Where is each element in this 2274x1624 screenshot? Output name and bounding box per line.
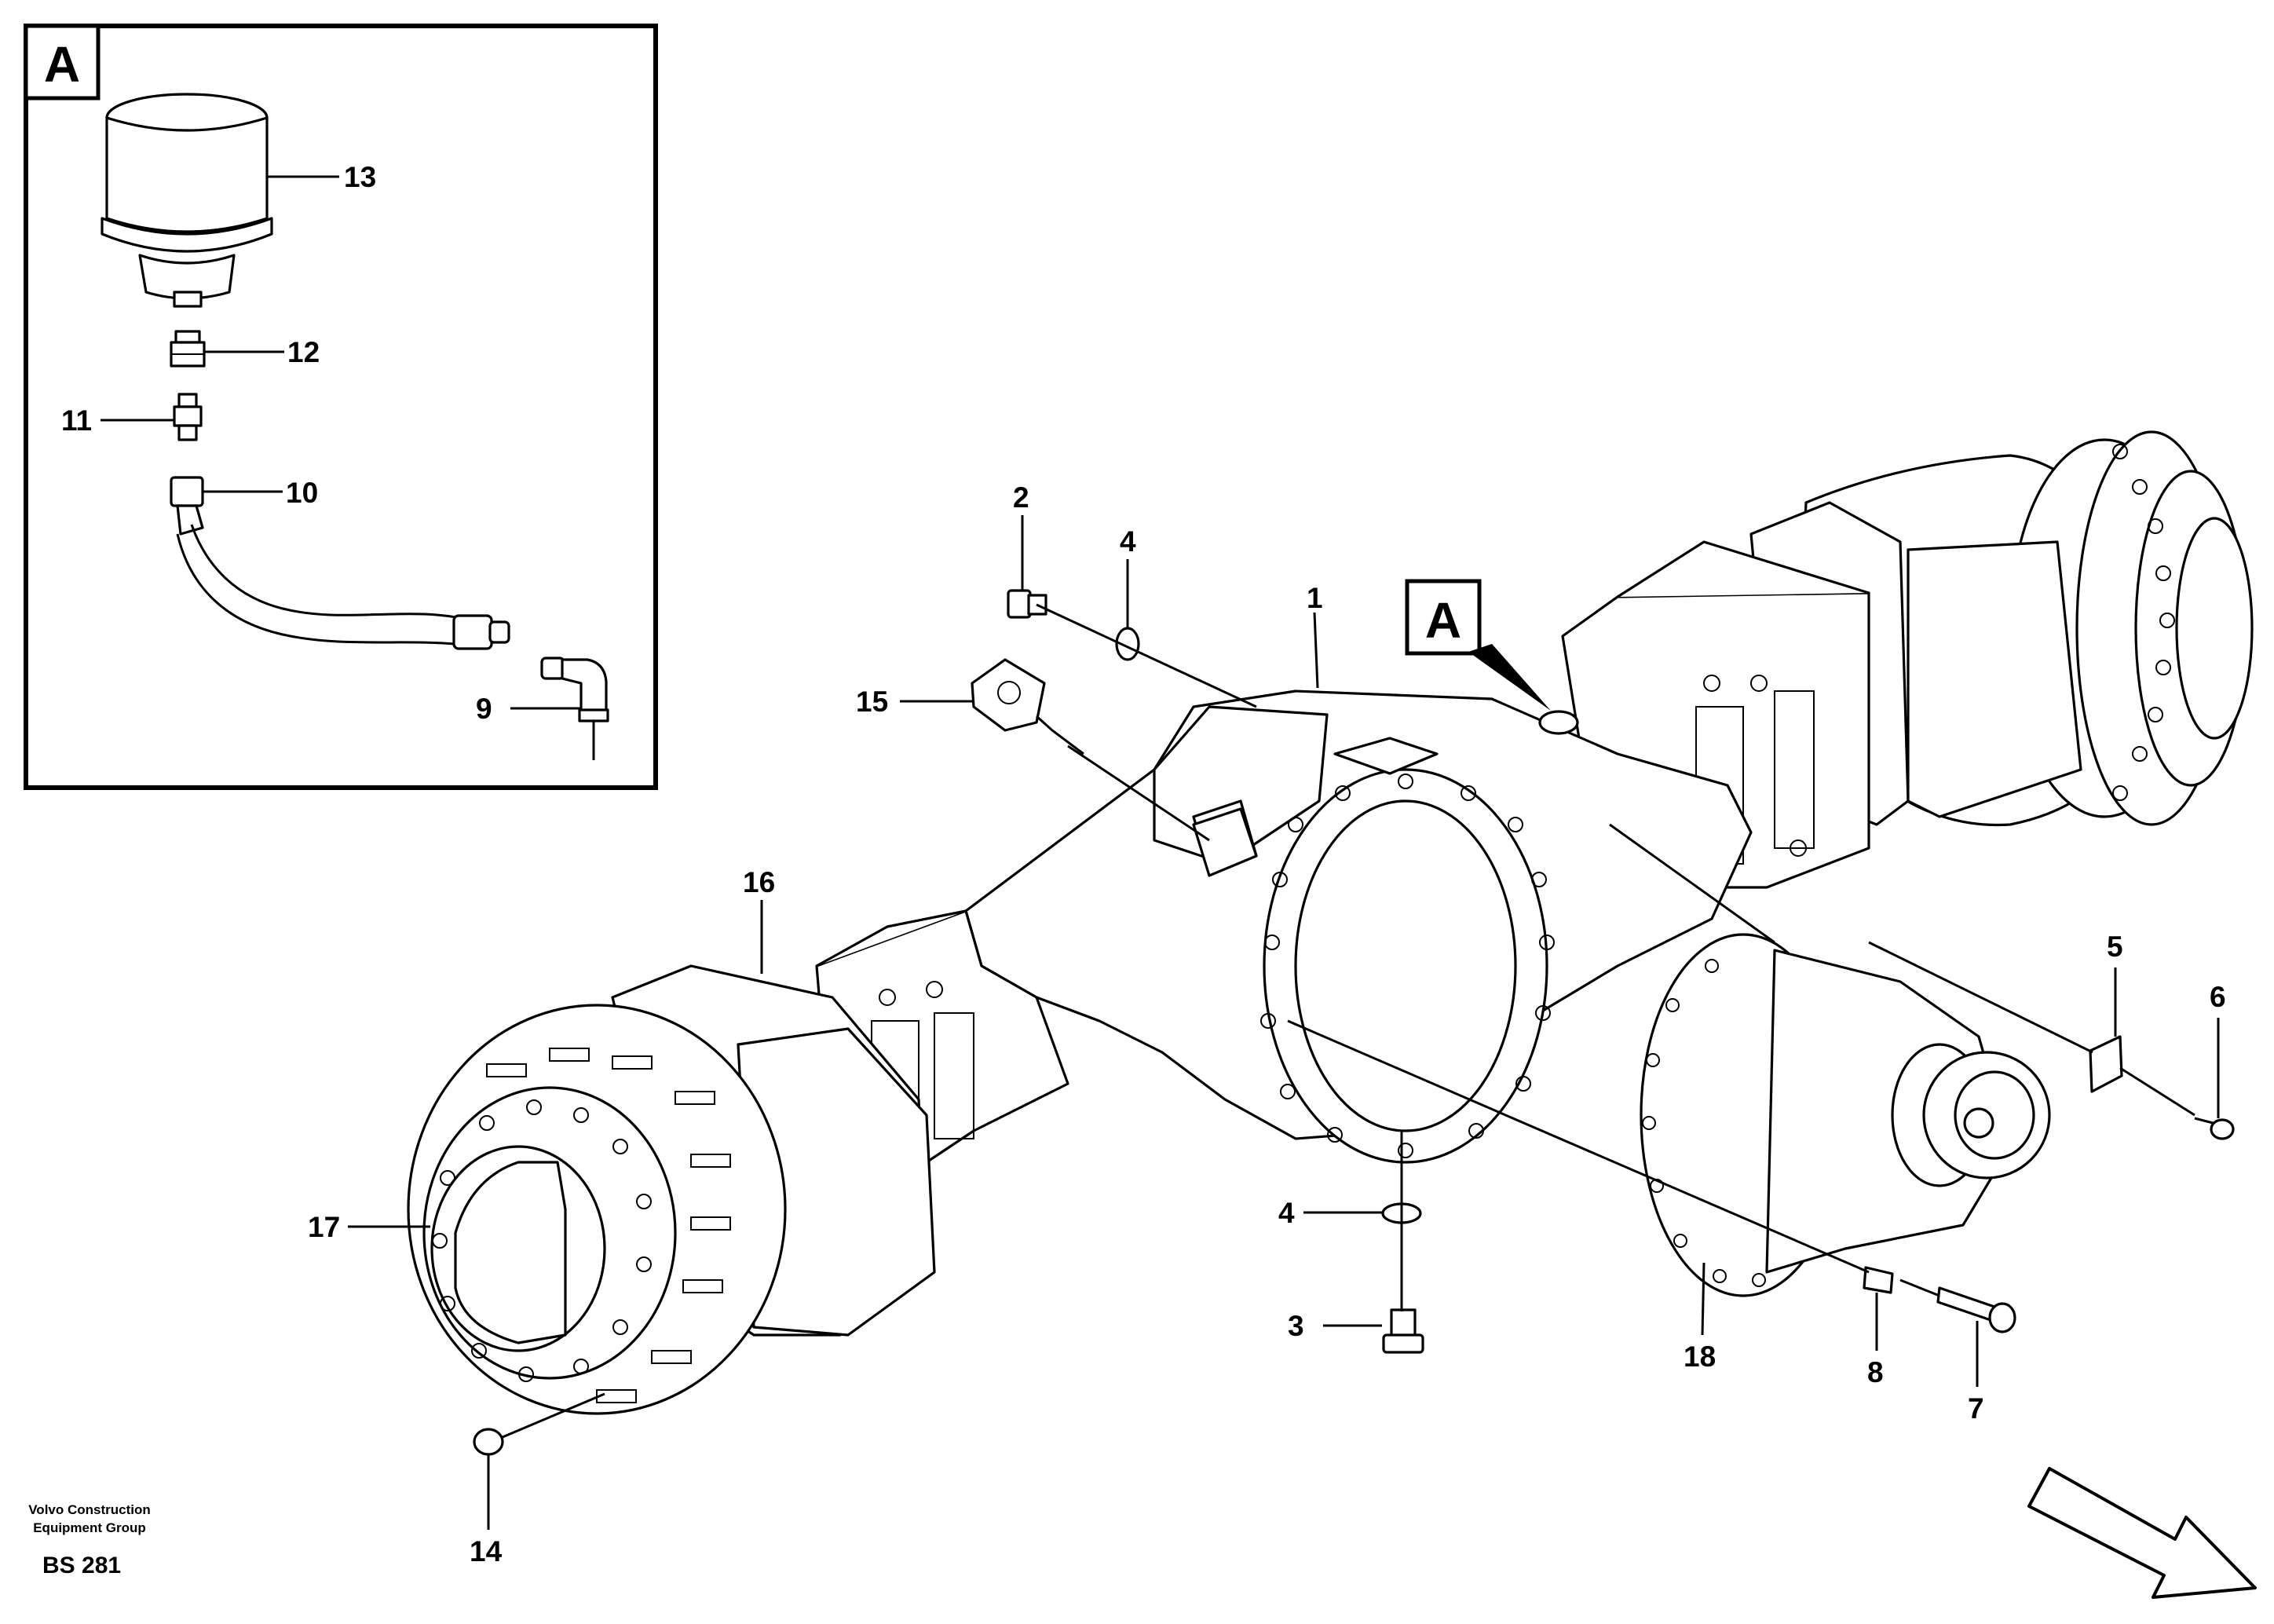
callout-12: 12 — [287, 336, 320, 368]
breather-hose — [176, 524, 510, 650]
wheel-nut — [473, 1428, 504, 1456]
plate-screw — [2194, 1117, 2235, 1140]
drawing-code: BS 281 — [42, 1553, 121, 1578]
identification-plate — [2089, 1035, 2123, 1093]
breather-cap — [101, 93, 273, 308]
callout-1: 1 — [1307, 582, 1323, 614]
drain-plug-top — [1007, 589, 1047, 619]
guide-sleeve — [1863, 1266, 1894, 1294]
callout-4-bottom: 4 — [1278, 1197, 1295, 1229]
callout-18: 18 — [1684, 1341, 1716, 1373]
callout-15: 15 — [856, 686, 888, 718]
callout-10: 10 — [286, 477, 318, 509]
callout-4-top: 4 — [1120, 525, 1136, 558]
differential-carrier — [1640, 933, 2051, 1297]
connector-nipple — [173, 393, 203, 441]
adapter-nipple — [170, 330, 206, 368]
assembly-lines — [502, 603, 2195, 1439]
company-name-line1: Volvo Construction — [28, 1502, 151, 1517]
drain-plug-bottom — [1382, 1308, 1424, 1354]
callout-17: 17 — [308, 1211, 340, 1243]
footer: Volvo Construction Equipment Group BS 28… — [28, 1502, 151, 1578]
callout-11: 11 — [61, 404, 92, 437]
callout-5: 5 — [2107, 931, 2123, 963]
callout-leaders — [348, 515, 2220, 1530]
axle-assembly: A 1 2 4 15 16 17 4 3 5 6 8 — [308, 430, 2254, 1567]
sensor-bracket — [971, 658, 1258, 877]
callout-6: 6 — [2210, 981, 2226, 1013]
callout-7: 7 — [1968, 1392, 1984, 1425]
elbow-fitting — [540, 657, 609, 722]
company-name-line2: Equipment Group — [33, 1520, 146, 1535]
detail-ref-pointer — [1468, 644, 1551, 711]
detail-ref-letter: A — [1425, 592, 1461, 649]
carrier-bolt — [1936, 1286, 2016, 1333]
callout-3: 3 — [1288, 1310, 1304, 1342]
detail-ref-box — [1405, 579, 1482, 656]
left-wheel-hub — [407, 964, 936, 1415]
callout-13: 13 — [344, 161, 376, 193]
detail-tag-box — [24, 24, 101, 101]
detail-view-a: A — [24, 24, 658, 790]
axle-housing-center — [964, 689, 1753, 1164]
callout-9: 9 — [476, 693, 492, 725]
detail-tag-letter: A — [44, 36, 80, 93]
callout-2: 2 — [1013, 481, 1029, 514]
hose-nut — [170, 476, 204, 536]
direction-arrow-icon — [2027, 1467, 2257, 1599]
callout-8: 8 — [1867, 1356, 1884, 1388]
callout-16: 16 — [743, 866, 775, 898]
callout-14: 14 — [470, 1535, 503, 1567]
